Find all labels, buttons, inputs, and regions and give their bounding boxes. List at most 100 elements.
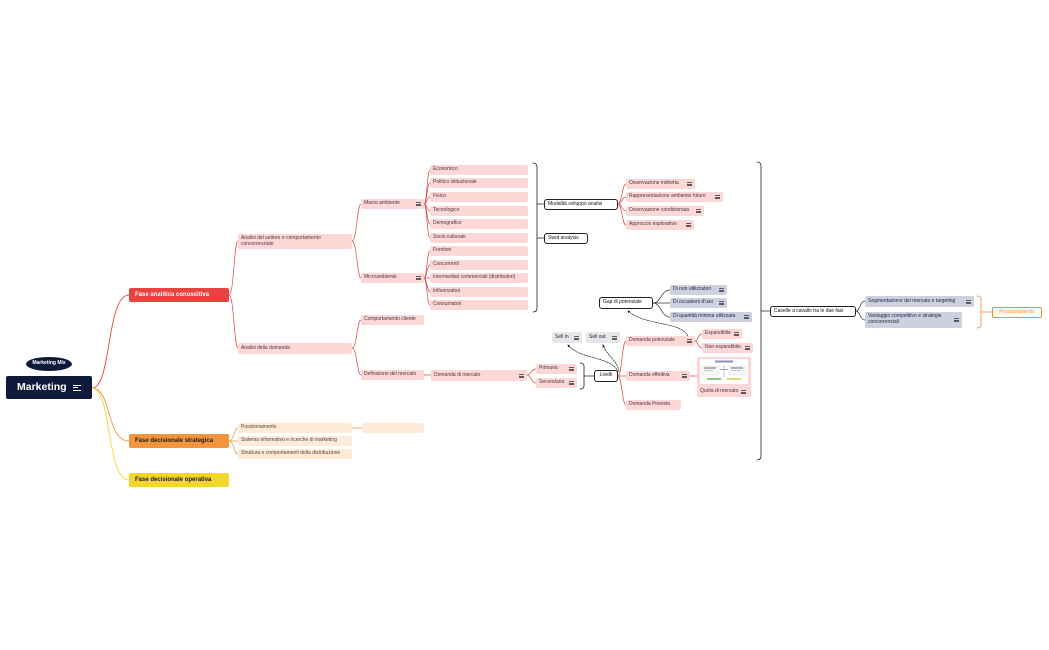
topic-modalita-item[interactable]: Osservazione condizionata [626, 206, 704, 216]
topic-label: Caselle a cavallo tra le due fasi [774, 307, 844, 314]
topic-primaria[interactable]: Primaria [536, 364, 577, 374]
topic-label: Gap di potenziale [603, 299, 642, 306]
notes-icon[interactable] [682, 374, 687, 378]
notes-icon[interactable] [954, 318, 959, 322]
topic-macro-item[interactable]: Politico istituzionale [430, 178, 528, 188]
notes-icon[interactable] [687, 182, 692, 186]
root-topic[interactable]: Marketing [6, 376, 92, 399]
notes-icon[interactable] [569, 367, 574, 371]
notes-icon[interactable] [574, 335, 579, 340]
topic-macro-ambiente[interactable]: Macro ambiente [361, 199, 424, 209]
topic-analisi-settore[interactable]: Analisi del settore e comportamento conc… [238, 234, 352, 249]
topic-modalita-item[interactable]: Osservazione indiretta [626, 179, 695, 189]
topic-label: Influenzatori [433, 288, 461, 295]
topic-sell-out[interactable]: Sell out [586, 332, 620, 343]
topic-micro-item[interactable]: Fornitori [430, 246, 528, 256]
topic-posizionamento[interactable]: Posizionamento [238, 423, 352, 433]
notes-icon[interactable] [416, 276, 421, 280]
topic-label: Vantaggio competitivo e strategie concor… [868, 313, 942, 325]
topic-label: Secondaria [539, 379, 565, 386]
topic-gap-item[interactable]: Di occasioni d'uso [670, 298, 727, 308]
root-label-marketing-mix[interactable]: Marketing Mix [26, 357, 72, 371]
topic-fase-analitica[interactable]: Fase analitica conoscitiva [129, 288, 229, 302]
topic-label: Espandibile [705, 330, 731, 337]
notes-icon[interactable] [72, 384, 81, 391]
notes-icon[interactable] [569, 381, 574, 385]
topic-sell-in[interactable]: Sell in [552, 332, 582, 343]
topic-gap-item[interactable]: Di quantità minima utilizzata [670, 312, 752, 322]
topic-micro-item[interactable]: Concorrenti [430, 260, 528, 270]
topic-micro-item[interactable]: Consumatori [430, 300, 528, 310]
topic-label: Primaria [539, 365, 558, 372]
connector [694, 340, 703, 349]
topic-label: Domanda potenziale [629, 337, 675, 344]
bracket-caselle [756, 161, 771, 461]
topic-vantaggio-competitivo[interactable]: Vantaggio competitivo e strategie concor… [865, 312, 962, 328]
topic-fase-strategica[interactable]: Fase decisionale strategica [129, 434, 229, 448]
notes-icon[interactable] [519, 373, 524, 378]
topic-label: Posizionamento [241, 424, 277, 431]
notes-icon[interactable] [734, 332, 739, 336]
topic-struttura-distribuzione[interactable]: Struttura e comportamenti della distribu… [238, 449, 352, 459]
topic-label: Di quantità minima utilizzata [673, 313, 736, 320]
topic-micro-item[interactable]: Intermediari commerciali (distributori) [430, 273, 528, 283]
summary-livelli[interactable]: Livelli [594, 370, 618, 382]
connector [617, 183, 627, 205]
topic-micro-item[interactable]: Influenzatori [430, 287, 528, 297]
topic-gap-di-potenziale[interactable]: Gap di potenziale [599, 297, 653, 309]
connector [652, 302, 671, 318]
topic-domanda-potenziale[interactable]: Domanda potenziale [626, 336, 695, 346]
topic-label: Sell out [589, 333, 606, 340]
topic-label: Swot analysis [548, 234, 579, 241]
topic-sistema-informativo[interactable]: Sistema informativo e ricerche di market… [238, 436, 352, 446]
topic-label: Modalità sviluppo analisi [548, 200, 603, 207]
summary-swot-analysis[interactable]: Swot analysis [544, 233, 588, 244]
topic-label: Approccio esplorativo [629, 221, 677, 228]
topic-label: Economico [433, 166, 458, 173]
notes-icon[interactable] [745, 346, 750, 350]
topic-microambiente[interactable]: Microambiente [361, 273, 424, 283]
relationship-livelli-sell-in [567, 344, 619, 373]
topic-macro-item[interactable]: Socio culturale [430, 233, 528, 243]
notes-icon[interactable] [740, 390, 746, 395]
topic-quota-di-mercato[interactable]: Quota di mercato [697, 357, 751, 397]
topic-gap-item[interactable]: Di non utilizzatori [670, 285, 727, 295]
topic-empty[interactable] [362, 423, 424, 433]
topic-macro-item[interactable]: Demografico [430, 219, 528, 229]
topic-label: Fase decisionale strategica [135, 437, 214, 444]
topic-macro-item[interactable]: Fisico [430, 192, 528, 202]
connector-root-strategica [91, 387, 130, 442]
notes-icon[interactable] [744, 315, 749, 319]
notes-icon[interactable] [696, 209, 701, 213]
topic-label: Livelli [599, 372, 613, 379]
topic-fase-operativa[interactable]: Fase decisionale operativa [129, 473, 229, 487]
notes-icon[interactable] [719, 288, 724, 292]
topic-definizione-mercato[interactable]: Definizione del mercato [361, 370, 424, 380]
notes-icon[interactable] [966, 299, 971, 304]
notes-icon[interactable] [687, 339, 692, 343]
topic-domanda-effettiva[interactable]: Domanda effettiva [626, 371, 690, 381]
topic-macro-item[interactable]: Tecnologico [430, 206, 528, 216]
notes-icon[interactable] [416, 202, 421, 206]
topic-label: Macro ambiente [364, 200, 400, 207]
topic-macro-item[interactable]: Economico [430, 165, 528, 175]
notes-icon[interactable] [686, 223, 691, 227]
topic-non-espandibile[interactable]: Non espandibile [702, 343, 753, 353]
topic-segmentazione[interactable]: Segmentazione del mercato e targeting [865, 296, 974, 307]
topic-domanda-di-mercato[interactable]: Domanda di mercato [431, 370, 527, 381]
notes-icon[interactable] [719, 301, 724, 305]
summary-posizionamento[interactable]: Posizionamento [992, 307, 1042, 318]
topic-modalita-item[interactable]: Approccio esplorativo [626, 220, 694, 230]
summary-caselle[interactable]: Caselle a cavallo tra le due fasi [770, 306, 856, 317]
summary-modalita-sviluppo[interactable]: Modalità sviluppo analisi [544, 199, 618, 210]
notes-icon[interactable] [612, 335, 617, 340]
topic-espandibile[interactable]: Espandibile [702, 329, 742, 339]
topic-analisi-domanda[interactable]: Analisi della domanda [238, 343, 352, 354]
topic-comportamento-cliente[interactable]: Comportamento cliente [361, 315, 424, 325]
connector [423, 203, 431, 239]
topic-domanda-prevista[interactable]: Domanda Prevista [626, 400, 681, 410]
notes-icon[interactable] [715, 195, 720, 199]
connector [855, 310, 866, 321]
topic-modalita-item[interactable]: Rappresentazione ambiente futuro [626, 192, 723, 202]
topic-secondaria[interactable]: Secondaria [536, 378, 577, 388]
